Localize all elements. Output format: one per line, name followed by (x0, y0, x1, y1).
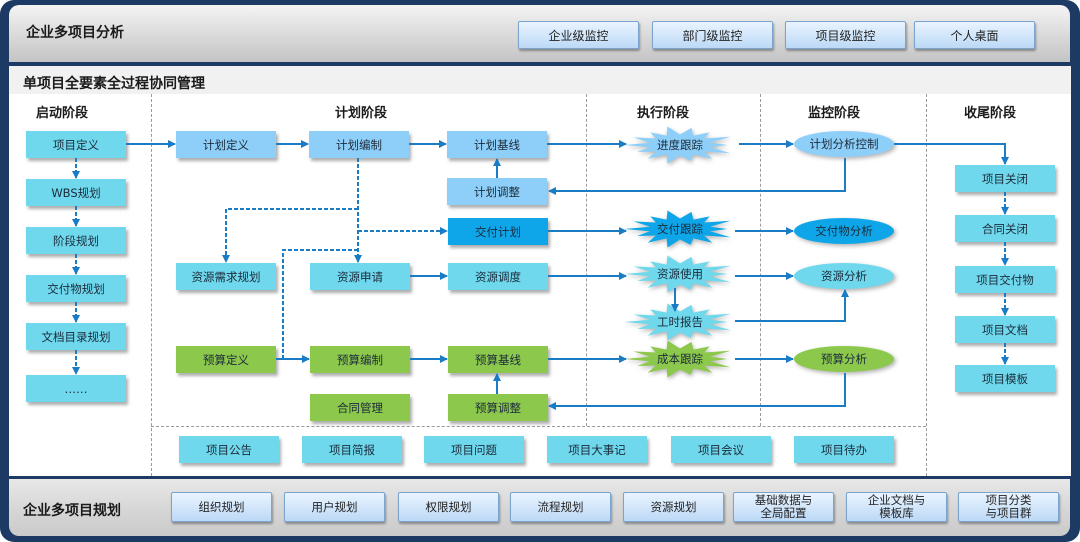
stage-divider (760, 94, 761, 426)
more-items-box[interactable]: …… (26, 375, 126, 402)
plan-analysis-control-ellipse[interactable]: 计划分析控制 (794, 130, 894, 158)
deliverable-analysis-ellipse[interactable]: 交付物分析 (794, 217, 894, 245)
stage-divider (151, 94, 152, 476)
contract-close-box[interactable]: 合同关闭 (955, 215, 1055, 242)
resource-usage-label: 资源使用 (657, 267, 703, 281)
resource-usage-burst[interactable]: 资源使用 (624, 255, 736, 293)
resource-application-box[interactable]: 资源申请 (310, 263, 410, 290)
ellipse-shape (794, 218, 894, 244)
org-planning-button[interactable]: 组织规划 (171, 492, 272, 522)
stage-divider (926, 94, 927, 476)
plan-definition-box[interactable]: 计划定义 (176, 131, 276, 158)
budget-analysis-label: 预算分析 (821, 352, 867, 366)
progress-tracking-burst[interactable]: 进度跟踪 (624, 126, 736, 164)
starburst-shape (624, 126, 731, 164)
collab-divider (151, 426, 926, 427)
delivery-plan-box[interactable]: 交付计划 (448, 218, 548, 245)
resource-planning-button[interactable]: 资源规划 (623, 492, 724, 522)
nav-enterprise-monitor-button[interactable]: 企业级监控 (518, 21, 639, 49)
stage-title-close: 收尾阶段 (963, 106, 1017, 121)
permission-planning-button[interactable]: 权限规划 (398, 492, 499, 522)
budget-compile-box[interactable]: 预算编制 (310, 346, 410, 373)
project-milestones-box[interactable]: 项目大事记 (547, 436, 647, 463)
deliverable-planning-box[interactable]: 交付物规划 (26, 275, 126, 302)
starburst-shape (624, 255, 731, 293)
bottom-bar: 企业多项目规划 组织规划 用户规划 权限规划 流程规划 资源规划 基础数据与 全… (9, 479, 1070, 536)
enterprise-planning-title: 企业多项目规划 (23, 503, 121, 519)
project-meetings-box[interactable]: 项目会议 (671, 436, 771, 463)
stage-title-execute: 执行阶段 (636, 106, 690, 121)
progress-tracking-label: 进度跟踪 (657, 138, 703, 152)
budget-analysis-ellipse[interactable]: 预算分析 (794, 345, 894, 373)
budget-adjust-box[interactable]: 预算调整 (448, 394, 548, 421)
contract-management-box[interactable]: 合同管理 (310, 394, 410, 421)
budget-definition-box[interactable]: 预算定义 (176, 346, 276, 373)
project-issues-box[interactable]: 项目问题 (424, 436, 524, 463)
base-data-config-button[interactable]: 基础数据与 全局配置 (733, 492, 834, 522)
stage-divider (586, 94, 587, 426)
project-announcement-box[interactable]: 项目公告 (179, 436, 279, 463)
plan-compile-box[interactable]: 计划编制 (309, 131, 409, 158)
project-documents-box[interactable]: 项目文档 (955, 316, 1055, 343)
enterprise-analysis-title: 企业多项目分析 (26, 25, 124, 41)
starburst-shape (624, 210, 731, 248)
main-title-bar: 单项目全要素全过程协同管理 (9, 66, 1071, 94)
ellipse-shape (794, 346, 894, 372)
cost-tracking-label: 成本跟踪 (657, 352, 703, 366)
nav-personal-desktop-button[interactable]: 个人桌面 (914, 21, 1035, 49)
budget-baseline-box[interactable]: 预算基线 (448, 346, 548, 373)
delivery-tracking-burst[interactable]: 交付跟踪 (624, 210, 736, 248)
user-planning-button[interactable]: 用户规划 (284, 492, 385, 522)
main-title: 单项目全要素全过程协同管理 (23, 76, 205, 92)
time-report-burst[interactable]: 工时报告 (624, 303, 736, 341)
starburst-shape (624, 303, 731, 341)
phase-planning-box[interactable]: 阶段规划 (26, 227, 126, 254)
plan-analysis-control-label: 计划分析控制 (809, 137, 879, 151)
nav-department-monitor-button[interactable]: 部门级监控 (652, 21, 773, 49)
ellipse-shape (794, 131, 894, 157)
wbs-planning-box[interactable]: WBS规划 (26, 179, 126, 206)
plan-baseline-box[interactable]: 计划基线 (447, 131, 547, 158)
starburst-shape (624, 340, 731, 378)
project-definition-box[interactable]: 项目定义 (26, 131, 126, 158)
deliverable-analysis-label: 交付物分析 (815, 224, 873, 238)
project-close-box[interactable]: 项目关闭 (955, 165, 1055, 192)
stage-title-start: 启动阶段 (35, 106, 89, 121)
project-briefing-box[interactable]: 项目简报 (302, 436, 402, 463)
resource-analysis-label: 资源分析 (821, 269, 867, 283)
project-category-group-button[interactable]: 项目分类 与项目群 (958, 492, 1059, 522)
delivery-tracking-label: 交付跟踪 (657, 222, 703, 236)
project-templates-box[interactable]: 项目模板 (955, 365, 1055, 392)
document-catalog-planning-box[interactable]: 文档目录规划 (26, 323, 126, 350)
process-planning-button[interactable]: 流程规划 (510, 492, 611, 522)
stage-title-plan: 计划阶段 (334, 106, 388, 121)
time-report-label: 工时报告 (657, 315, 703, 329)
project-deliverables-box[interactable]: 项目交付物 (955, 266, 1055, 293)
plan-adjust-box[interactable]: 计划调整 (447, 178, 547, 205)
resource-analysis-ellipse[interactable]: 资源分析 (794, 262, 894, 290)
nav-project-monitor-button[interactable]: 项目级监控 (785, 21, 906, 49)
ellipse-shape (794, 263, 894, 289)
doc-template-library-button[interactable]: 企业文档与 模板库 (846, 492, 947, 522)
resource-demand-planning-box[interactable]: 资源需求规划 (176, 263, 276, 290)
project-todos-box[interactable]: 项目待办 (794, 436, 894, 463)
cost-tracking-burst[interactable]: 成本跟踪 (624, 340, 736, 378)
top-bar: 企业多项目分析 企业级监控 部门级监控 项目级监控 个人桌面 (9, 5, 1070, 62)
resource-dispatch-box[interactable]: 资源调度 (448, 263, 548, 290)
stage-title-monitor: 监控阶段 (807, 106, 861, 121)
